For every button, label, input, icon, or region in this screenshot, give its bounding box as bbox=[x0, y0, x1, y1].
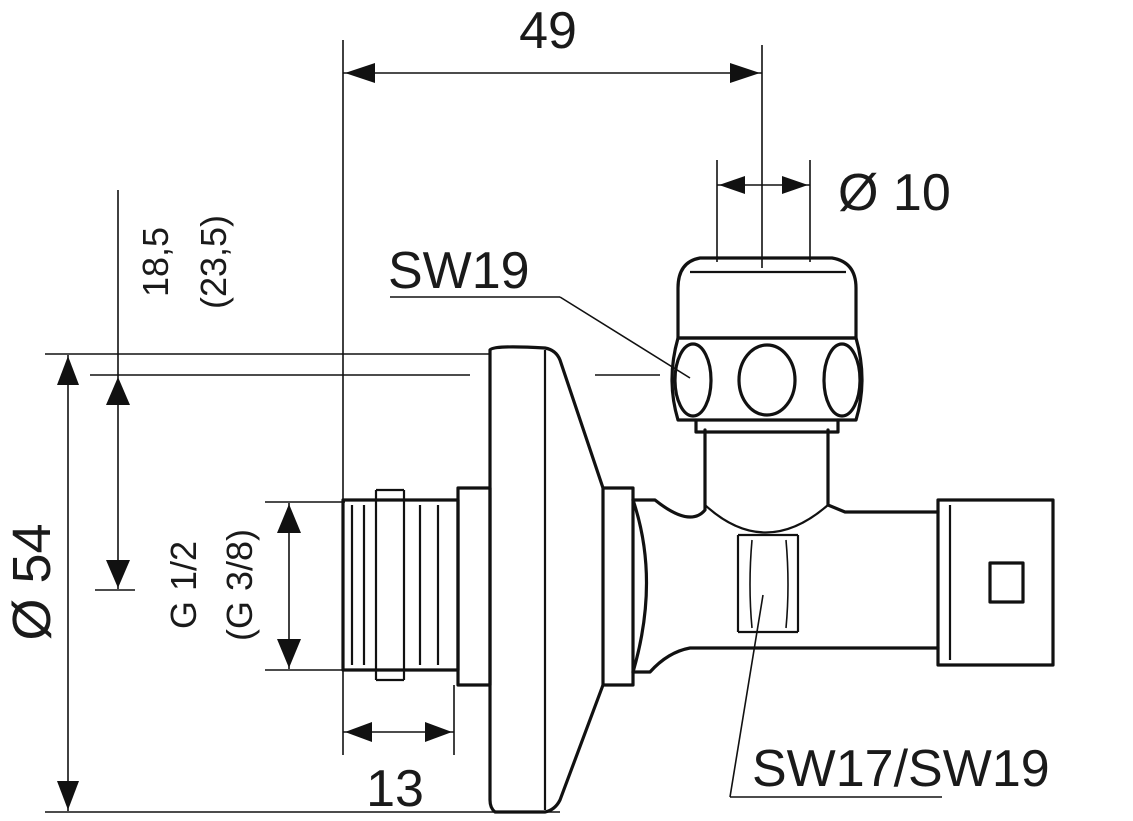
label-body-sw17-sw19: SW17/SW19 bbox=[752, 740, 1050, 798]
dim-width-label: 49 bbox=[519, 2, 577, 60]
dimension-width-49 bbox=[343, 63, 762, 83]
dim-thread-length-label: 13 bbox=[366, 760, 424, 818]
dimension-thread-length bbox=[343, 722, 454, 742]
dim-offset-primary-label: 18,5 bbox=[135, 227, 176, 297]
dimension-flange-diameter bbox=[57, 355, 79, 811]
labels: 49 Ø 10 SW19 SW17/SW19 13 Ø 54 18,5 (23,… bbox=[2, 2, 1050, 818]
valve-body bbox=[341, 345, 1055, 814]
dim-thread-alt-label: (G 3/8) bbox=[219, 529, 260, 641]
compression-nut bbox=[670, 256, 864, 505]
dim-flange-diameter-label: Ø 54 bbox=[2, 523, 62, 640]
label-nut-sw19: SW19 bbox=[388, 242, 530, 300]
dim-offset-alt-label: (23,5) bbox=[193, 215, 234, 309]
extension-lines bbox=[45, 40, 811, 813]
dim-thread-primary-label: G 1/2 bbox=[163, 541, 204, 629]
dim-outlet-diameter-label: Ø 10 bbox=[838, 164, 951, 222]
dimension-offset bbox=[106, 376, 130, 589]
dimension-outlet-diameter bbox=[717, 176, 810, 194]
leader-lines bbox=[390, 296, 942, 798]
dimension-thread bbox=[277, 503, 301, 669]
